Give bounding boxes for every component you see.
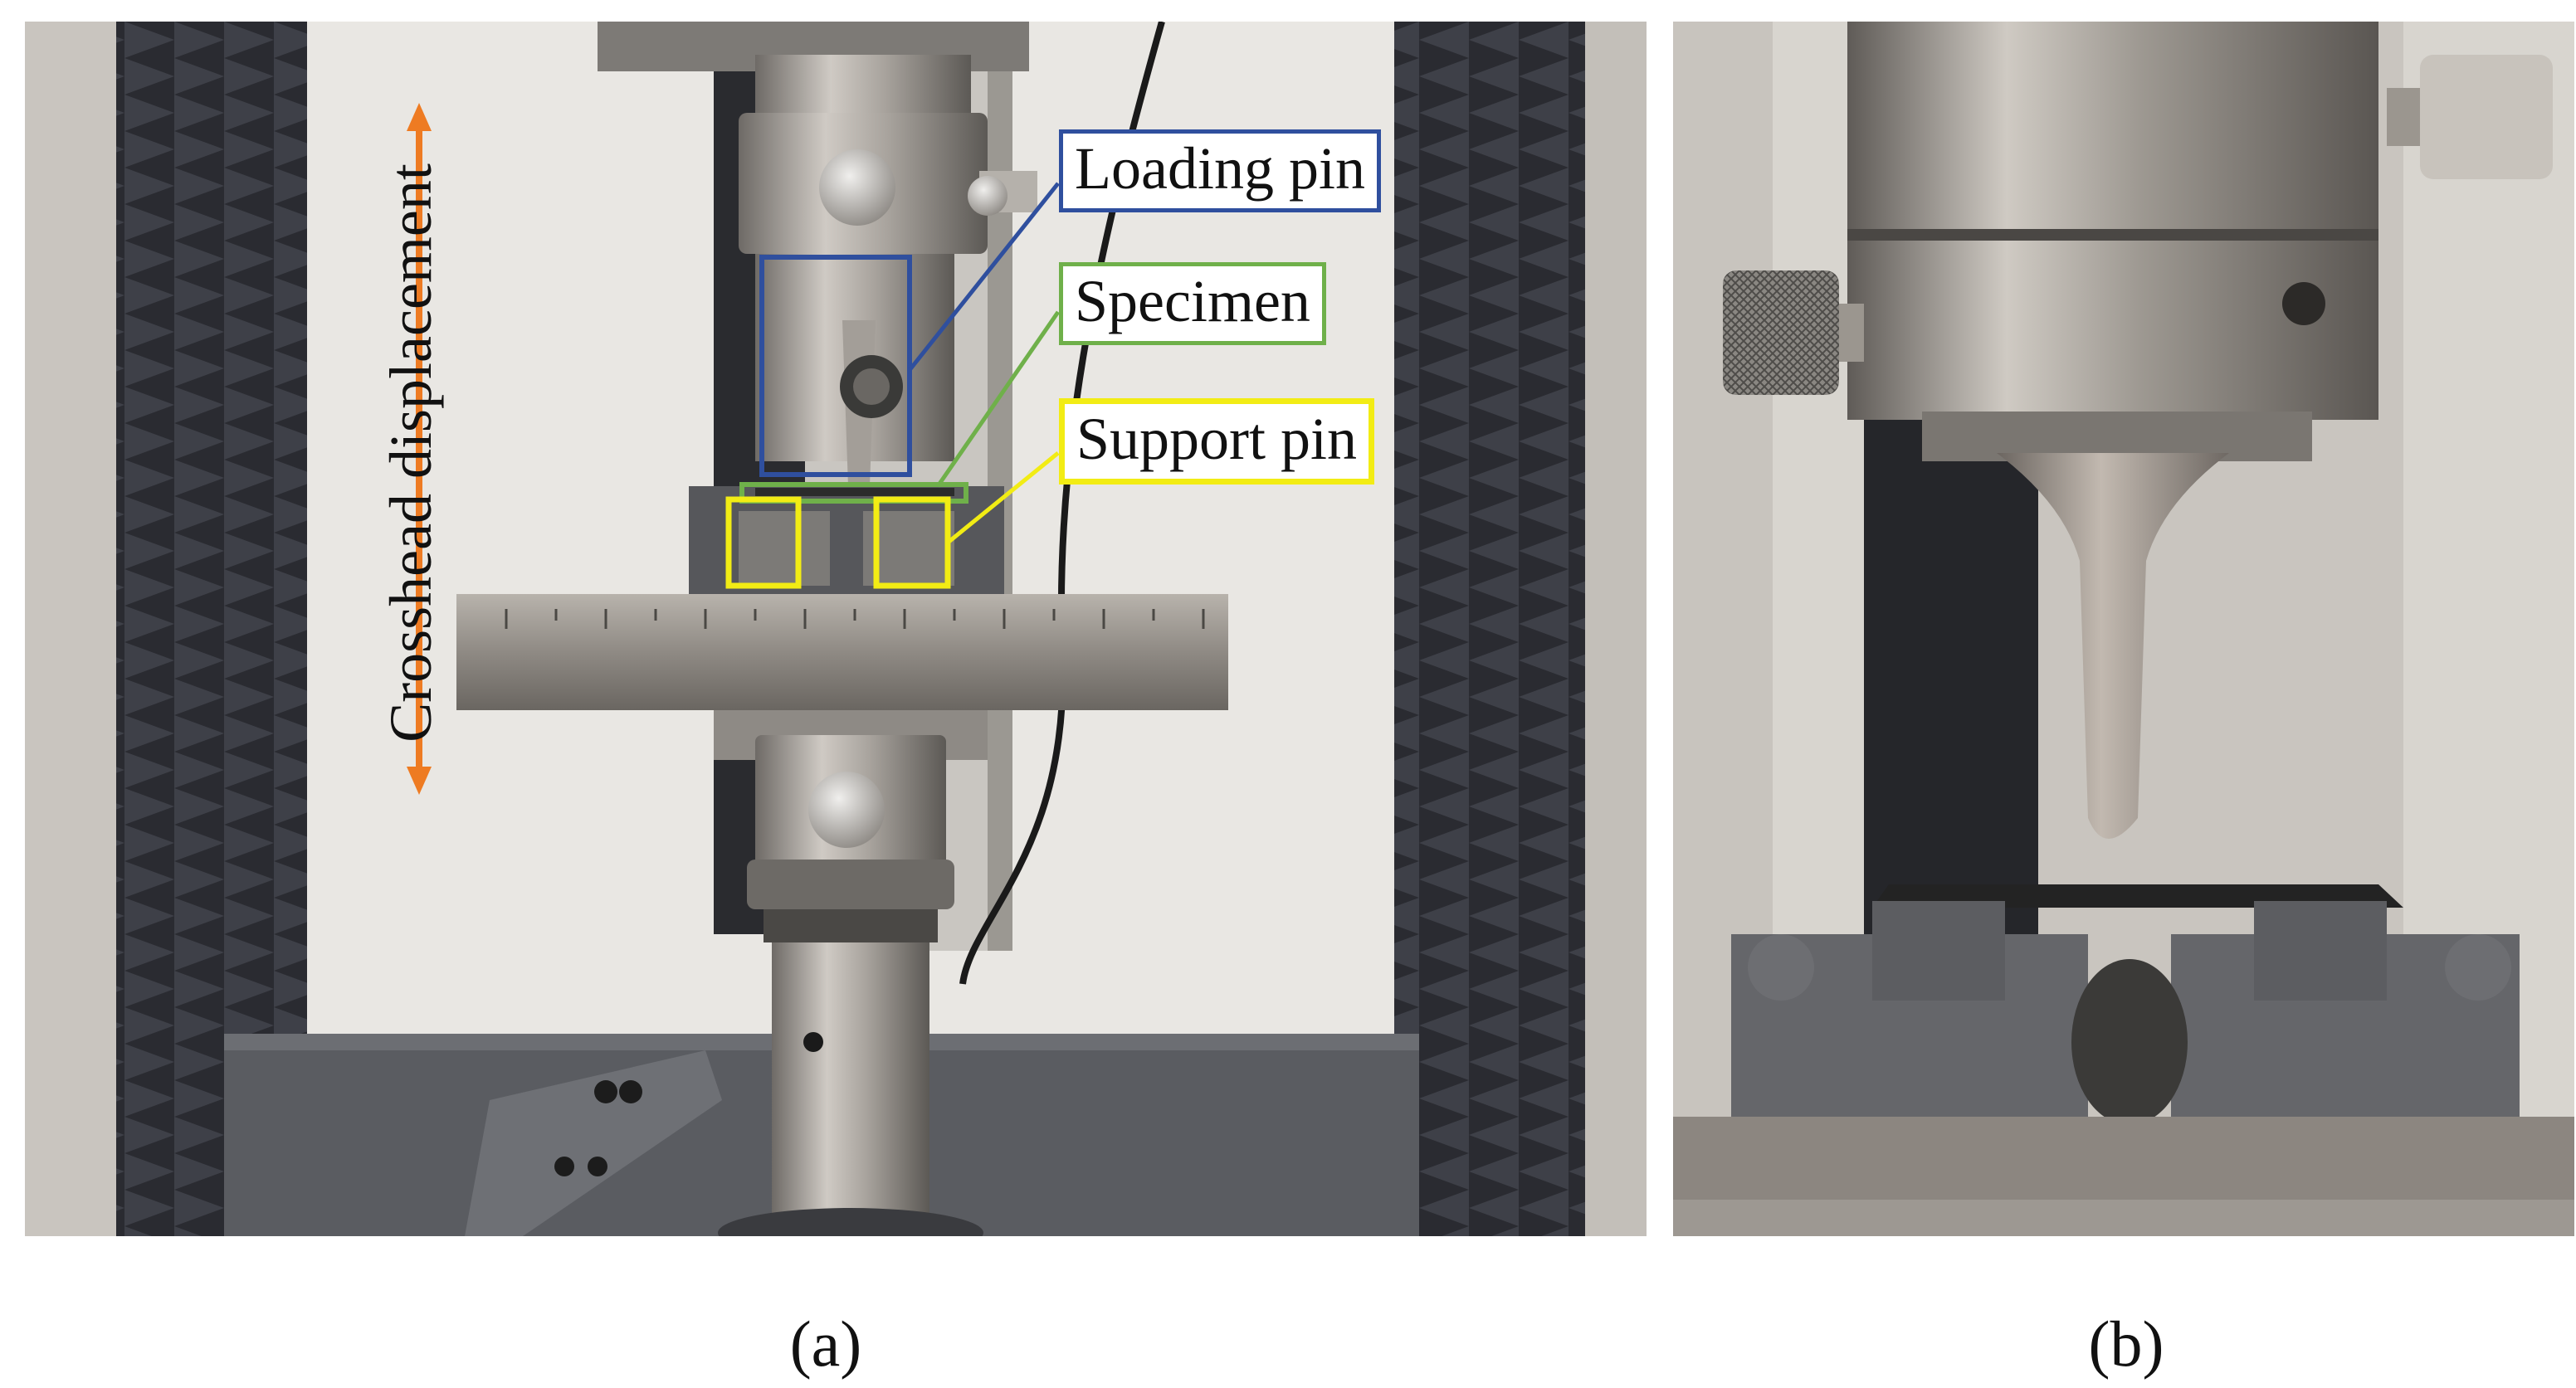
loading-pin-label: Loading pin (1059, 129, 1381, 212)
support-pin-box-left (725, 496, 802, 589)
support-pin-leader (946, 451, 1060, 544)
specimen-label: Specimen (1059, 262, 1326, 345)
displacement-arrow-head-up (407, 103, 432, 131)
closeup-photo (1673, 22, 2574, 1236)
specimen-leader (935, 310, 1061, 488)
displacement-arrow-head-down (407, 767, 432, 795)
specimen-box (739, 482, 968, 504)
crosshead-displacement-label: Crosshead displacement (378, 163, 444, 743)
caption-a: (a) (789, 1308, 862, 1380)
caption-b: (b) (2088, 1308, 2164, 1380)
annotation-overlay (407, 103, 1061, 795)
loading-pin-box (759, 255, 912, 477)
photo-panel-a: Loading pin Specimen Support pin Crosshe… (25, 22, 1647, 1236)
support-pin-label: Support pin (1059, 398, 1375, 485)
loading-pin-leader (908, 182, 1060, 372)
photo-panel-b (1673, 22, 2574, 1236)
support-pin-box-right (873, 496, 951, 589)
